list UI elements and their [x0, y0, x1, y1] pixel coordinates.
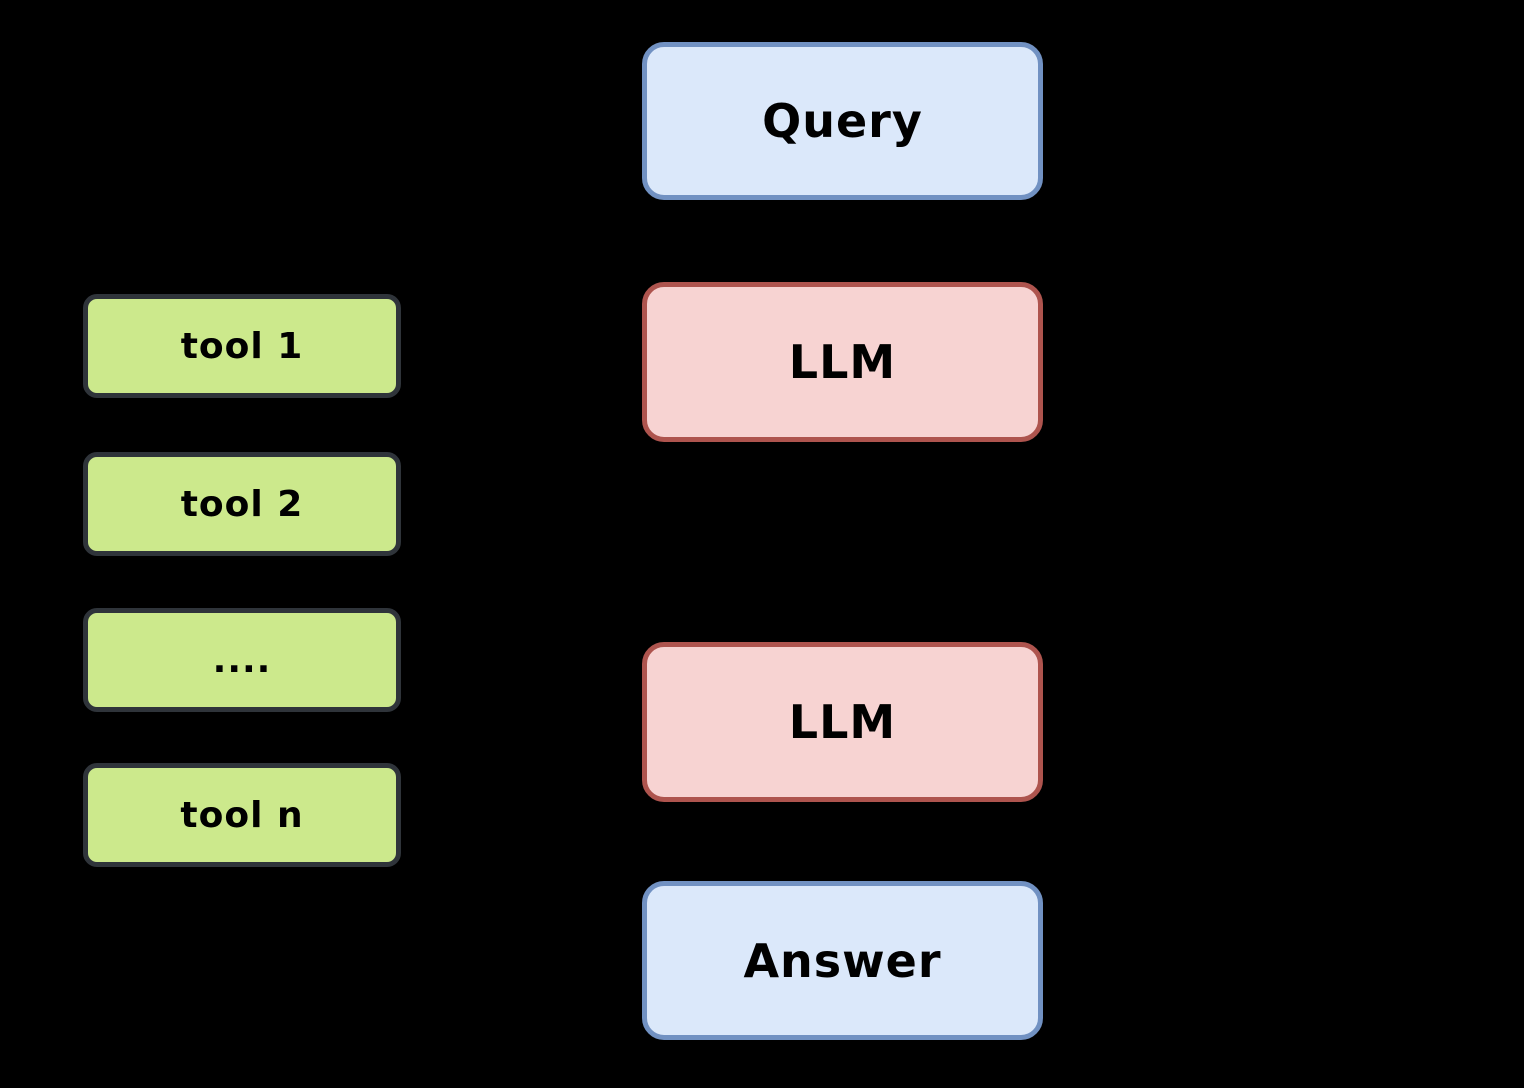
- tool-2-node-label: tool 2: [180, 483, 304, 525]
- llm-bottom-node: LLM: [642, 642, 1043, 802]
- llm-top-node: LLM: [642, 282, 1043, 442]
- tool-n-node-label: tool n: [180, 794, 304, 836]
- tool-n-node: tool n: [83, 763, 401, 867]
- query-node: Query: [642, 42, 1043, 200]
- llm-top-node-label: LLM: [788, 335, 897, 389]
- tool-2-node: tool 2: [83, 452, 401, 556]
- query-node-label: Query: [762, 94, 923, 148]
- answer-node: Answer: [642, 881, 1043, 1040]
- tool-1-node: tool 1: [83, 294, 401, 398]
- tool-ellipsis-node-label: ....: [212, 639, 272, 681]
- tool-ellipsis-node: ....: [83, 608, 401, 712]
- answer-node-label: Answer: [743, 933, 942, 988]
- llm-bottom-node-label: LLM: [788, 695, 897, 749]
- tool-1-node-label: tool 1: [180, 325, 304, 367]
